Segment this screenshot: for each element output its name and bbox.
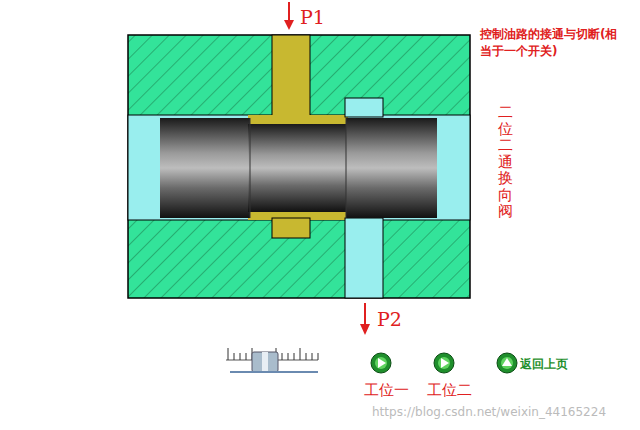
oil-groove: [272, 218, 310, 238]
spool-edge: [346, 118, 347, 218]
button-label: 返回上页: [520, 356, 568, 373]
valve-bore: [128, 115, 470, 220]
play-button: [434, 353, 454, 373]
outlet-channel: [345, 218, 383, 298]
back-button: [497, 353, 517, 373]
spool-neck: [248, 124, 348, 212]
port-label: P2: [377, 308, 402, 330]
button-label: 工位一: [364, 381, 409, 400]
slider-icon: [226, 348, 318, 372]
note-text: 控制油路的接通与切断(相当于一个开关): [480, 26, 620, 61]
valve-body: [128, 35, 470, 298]
spool-edge: [250, 118, 251, 218]
oil-chamber: [248, 115, 348, 220]
spool-land: [160, 118, 250, 218]
spool-land: [346, 118, 437, 218]
flow-arrow: [364, 303, 366, 326]
valve-title: 二位二通换向阀: [498, 104, 513, 220]
arrow-head: [284, 20, 294, 30]
watermark: https://blog.csdn.net/weixin_44165224: [372, 405, 606, 419]
port-label: P1: [300, 6, 325, 28]
arrow-head: [360, 324, 370, 335]
play-button: [371, 353, 391, 373]
drain-pocket: [345, 98, 383, 117]
button-label: 工位二: [427, 381, 472, 400]
inlet-channel: [272, 35, 310, 117]
flow-arrow: [288, 2, 290, 22]
